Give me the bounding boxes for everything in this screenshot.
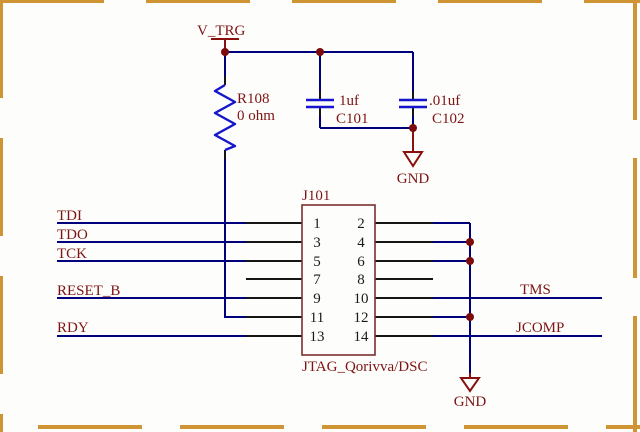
labels: V_TRG R108 0 ohm 1uf C101 .01uf C102 GND…	[57, 23, 564, 410]
sheet-border-bottom	[0, 425, 640, 429]
junction-dots	[221, 48, 474, 321]
components	[213, 83, 427, 356]
net-label-tck: TCK	[57, 246, 87, 262]
net-label-vtrg: V_TRG	[197, 23, 246, 39]
pin-number-9: 9	[313, 291, 321, 307]
pin-stubs	[224, 76, 433, 337]
pin-number-13: 13	[310, 329, 325, 345]
c101-ref: C101	[336, 111, 369, 127]
pin-number-14: 14	[354, 329, 370, 345]
wires	[57, 51, 602, 373]
gnd1-label: GND	[397, 171, 430, 187]
c102-ref: C102	[432, 111, 465, 127]
junction-cap-gnd	[409, 124, 417, 132]
resistor-symbol	[213, 83, 237, 152]
net-label-jcomp: JCOMP	[516, 320, 564, 336]
net-label-tdo: TDO	[57, 227, 88, 243]
junction-pin6	[466, 257, 474, 265]
pin-number-8: 8	[357, 272, 365, 288]
sheet-border-right	[633, 0, 637, 432]
junction-vtrg	[221, 48, 229, 56]
connector-name: JTAG_Qorivva/DSC	[302, 359, 427, 375]
resistor-value: 0 ohm	[237, 108, 275, 124]
gnd1-triangle-icon	[402, 151, 424, 168]
pin-number-11: 11	[310, 310, 324, 326]
gnd2-triangle-icon	[459, 377, 481, 393]
pin-number-3: 3	[313, 235, 321, 251]
pin-number-6: 6	[357, 254, 365, 270]
junction-c101-top	[316, 48, 324, 56]
pin-number-7: 7	[313, 272, 321, 288]
net-label-tms: TMS	[520, 282, 551, 298]
c101-value: 1uf	[339, 93, 359, 109]
net-label-reset-b: RESET_B	[57, 283, 120, 299]
resistor-ref: R108	[237, 91, 270, 107]
connector-body	[301, 204, 376, 356]
sheet-border-left	[0, 0, 3, 432]
net-label-tdi: TDI	[57, 208, 82, 224]
junction-pin4	[466, 238, 474, 246]
net-label-rdy: RDY	[57, 320, 89, 336]
pin-number-1: 1	[313, 216, 321, 232]
pin-number-4: 4	[357, 235, 365, 251]
c102-value: .01uf	[429, 93, 460, 109]
power-ground-symbols	[211, 38, 481, 393]
junction-pin12	[466, 313, 474, 321]
pin-number-12: 12	[354, 310, 369, 326]
connector-ref: J101	[302, 188, 330, 204]
wire-r108-to-pin11	[224, 159, 246, 318]
gnd2-label: GND	[454, 394, 487, 410]
pin-number-10: 10	[354, 291, 369, 307]
pin-number-2: 2	[357, 216, 365, 232]
pin-number-5: 5	[313, 254, 321, 270]
sheet-border-top	[0, 0, 640, 3]
